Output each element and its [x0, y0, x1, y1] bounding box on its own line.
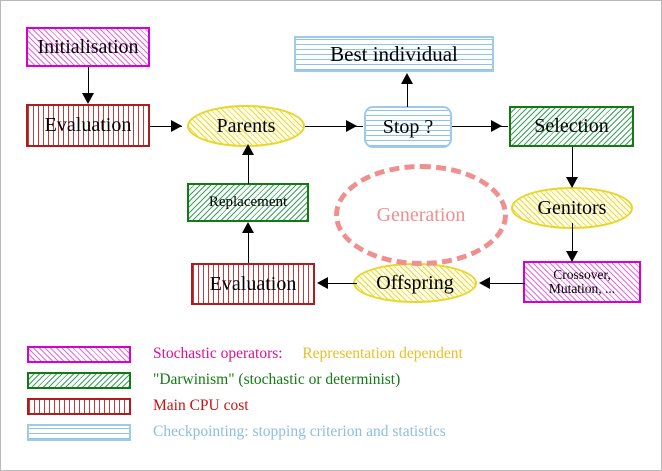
- node-genitors[interactable]: Genitors: [511, 187, 633, 229]
- node-crossover-mutation[interactable]: Crossover, Mutation, ...: [523, 261, 641, 303]
- edge-stop-to-selection: [452, 126, 508, 127]
- edge-crossover-to-offspring: [481, 283, 525, 284]
- node-crossover-label-line2: Mutation, ...: [548, 281, 616, 296]
- legend-row-stochastic-operators: Stochastic operators: Representation dep…: [27, 343, 463, 365]
- arrowhead-offspring-to-evaluation: [317, 277, 328, 289]
- node-selection[interactable]: Selection: [509, 106, 634, 147]
- arrowhead-initialisation-to-evaluation: [82, 93, 94, 104]
- edge-offspring-to-evaluation: [319, 283, 357, 284]
- node-best-individual-label: Best individual: [330, 41, 458, 66]
- edge-evaluation-to-replacement: [248, 225, 249, 263]
- legend-swatch-stochastic-operators: [27, 345, 131, 363]
- arrowhead-selection-to-genitors: [566, 177, 578, 188]
- node-evaluation-top-label: Evaluation: [44, 114, 132, 136]
- node-best-individual[interactable]: Best individual: [294, 36, 494, 72]
- node-offspring-label: Offspring: [376, 271, 454, 294]
- node-parents[interactable]: Parents: [187, 105, 305, 147]
- edge-initialisation-to-evaluation: [88, 67, 89, 97]
- arrowhead-replacement-to-parents: [242, 144, 254, 155]
- edge-genitors-to-crossover: [572, 223, 573, 261]
- legend-label-stochastic-operators: Stochastic operators:: [153, 345, 283, 362]
- edge-stop-to-best-individual: [407, 76, 408, 107]
- node-stop[interactable]: Stop ?: [364, 106, 452, 148]
- arrowhead-evaluation-to-replacement: [242, 222, 254, 233]
- legend-row-main-cpu-cost: Main CPU cost: [27, 395, 249, 417]
- legend-swatch-main-cpu-cost: [27, 397, 131, 415]
- node-generation-label: Generation: [376, 203, 466, 226]
- arrowhead-stop-to-selection: [491, 120, 502, 132]
- edge-evaluation-to-parents: [150, 126, 182, 127]
- legend-swatch-checkpointing: [27, 423, 131, 441]
- legend-label-checkpointing: Checkpointing: stopping criterion and st…: [153, 423, 446, 440]
- arrowhead-parents-to-stop: [346, 120, 357, 132]
- node-evaluation-top[interactable]: Evaluation: [26, 104, 150, 147]
- legend-label-darwinism: "Darwinism" (stochastic or determinist): [153, 371, 401, 388]
- node-crossover-label-line1: Crossover,: [553, 266, 611, 282]
- node-generation-boundary: Generation: [334, 164, 508, 266]
- edge-selection-to-genitors: [572, 147, 573, 187]
- arrowhead-stop-to-best-individual: [401, 73, 413, 84]
- node-stop-label: Stop ?: [382, 115, 434, 138]
- arrowhead-evaluation-to-parents: [171, 120, 182, 132]
- legend-row-darwinism: "Darwinism" (stochastic or determinist): [27, 369, 400, 391]
- edge-replacement-to-parents: [248, 147, 249, 184]
- legend-row-checkpointing: Checkpointing: stopping criterion and st…: [27, 421, 446, 443]
- node-replacement[interactable]: Replacement: [187, 183, 309, 222]
- edge-parents-to-stop: [305, 126, 363, 127]
- node-initialisation[interactable]: Initialisation: [26, 27, 150, 67]
- node-selection-label: Selection: [534, 115, 609, 137]
- node-replacement-label: Replacement: [208, 193, 288, 210]
- legend-label-main-cpu-cost: Main CPU cost: [153, 397, 249, 414]
- arrowhead-crossover-to-offspring: [479, 277, 490, 289]
- node-offspring[interactable]: Offspring: [353, 263, 477, 303]
- node-genitors-label: Genitors: [537, 196, 607, 219]
- node-initialisation-label: Initialisation: [37, 35, 139, 58]
- legend-label-representation-dependent: Representation dependent: [302, 345, 463, 362]
- node-evaluation-bottom-label: Evaluation: [209, 272, 297, 295]
- node-parents-label: Parents: [216, 114, 276, 137]
- legend-swatch-darwinism: [27, 371, 131, 389]
- node-evaluation-bottom[interactable]: Evaluation: [191, 263, 315, 305]
- arrowhead-genitors-to-crossover: [566, 251, 578, 262]
